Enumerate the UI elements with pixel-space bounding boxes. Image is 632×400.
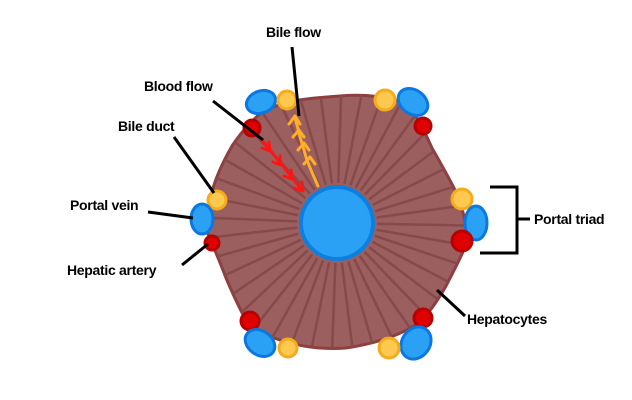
label-hepatic-artery: Hepatic artery — [67, 262, 157, 278]
hepatocyte-plate — [372, 167, 445, 207]
leader-portal-vein — [147, 210, 194, 220]
hepatocyte-plate — [240, 249, 309, 314]
label-bile-flow: Bile flow — [266, 24, 321, 40]
central-vein — [299, 185, 375, 261]
portal-triad-bottom-left — [239, 310, 299, 359]
leader-blood-flow — [212, 99, 264, 142]
hepatocyte-plate — [330, 262, 337, 349]
hepatocyte-plate — [260, 111, 316, 191]
hepatocyte-plate — [349, 96, 383, 186]
hepatocyte-plate — [354, 101, 403, 189]
hepatocyte-plate — [376, 204, 462, 219]
portal-triad-top-left — [242, 88, 298, 138]
hepatic-artery — [242, 118, 262, 138]
hepatocyte-plate — [353, 258, 393, 338]
portal-triad-left — [189, 189, 228, 252]
hepatocyte-plate — [253, 253, 314, 329]
bile-flow-arrow — [287, 114, 320, 188]
bile-duct — [206, 189, 228, 211]
bile-duct — [276, 89, 298, 111]
leader-bile-flow — [290, 46, 301, 117]
hepatocyte-plate — [224, 158, 303, 205]
hepatic-artery — [413, 116, 433, 136]
blood-flow-arrow — [260, 138, 305, 193]
portal-vein — [244, 88, 278, 116]
portal-vein — [463, 204, 489, 242]
portal-vein — [189, 202, 215, 236]
bile-duct — [373, 88, 397, 112]
hepatocyte-plate — [215, 177, 300, 211]
hepatocyte-plate — [343, 95, 363, 184]
hepatic-artery — [239, 310, 261, 332]
bile-duct — [277, 337, 299, 359]
hepatocyte-plate — [217, 232, 299, 258]
hepatocyte-plate — [337, 95, 343, 184]
hepatocyte-plate — [376, 222, 466, 227]
bile-duct — [377, 336, 401, 360]
hepatocyte-plate — [299, 99, 327, 185]
hepatocyte-plate — [368, 246, 439, 301]
hepatocyte-plate — [363, 251, 427, 317]
hepatocyte-plate — [271, 257, 319, 338]
leader-hepatocytes — [435, 288, 467, 318]
portal-vein — [399, 325, 433, 361]
leader-hepatic-artery — [181, 242, 209, 267]
portal-vein — [396, 87, 430, 117]
hepatocyte-plate — [340, 262, 354, 348]
hepatocyte-plate — [374, 185, 454, 213]
hepatocyte-plate — [310, 261, 331, 348]
portal-vein — [243, 328, 277, 358]
leader-bile-duct — [172, 136, 216, 194]
label-blood-flow: Blood flow — [144, 78, 213, 94]
label-hepatocytes: Hepatocytes — [467, 311, 547, 327]
portal-triad-top-right — [373, 87, 433, 136]
label-portal-triad: Portal triad — [534, 211, 604, 227]
hepatocyte-plate — [358, 255, 412, 329]
bile-duct — [450, 187, 474, 211]
hepatocyte-plate — [290, 260, 325, 344]
portal-triad-right — [450, 187, 489, 253]
hepatocyte-plate — [374, 234, 458, 265]
hepatocyte-plate — [359, 114, 417, 192]
hepatic-artery — [450, 229, 474, 253]
hepatocyte-plate — [347, 261, 374, 343]
hepatocyte-plate — [232, 244, 305, 295]
hepatic-artery — [412, 307, 434, 329]
hepatic-artery — [203, 234, 221, 252]
hepatocyte-plate — [319, 97, 334, 184]
hepatocyte-plate — [209, 226, 298, 239]
hepatocyte-plates — [207, 95, 467, 349]
leader-lines — [147, 46, 530, 318]
hepatocyte-plate — [368, 150, 435, 201]
hepatocyte-plate — [364, 132, 426, 196]
hepatocyte-plate — [371, 240, 449, 283]
label-portal-vein: Portal vein — [70, 197, 138, 213]
label-bile-duct: Bile duct — [118, 118, 175, 134]
hepatocyte-plate — [207, 216, 298, 223]
hepatocyte-plate — [224, 238, 302, 277]
portal-triad-bottom-right — [377, 307, 434, 361]
